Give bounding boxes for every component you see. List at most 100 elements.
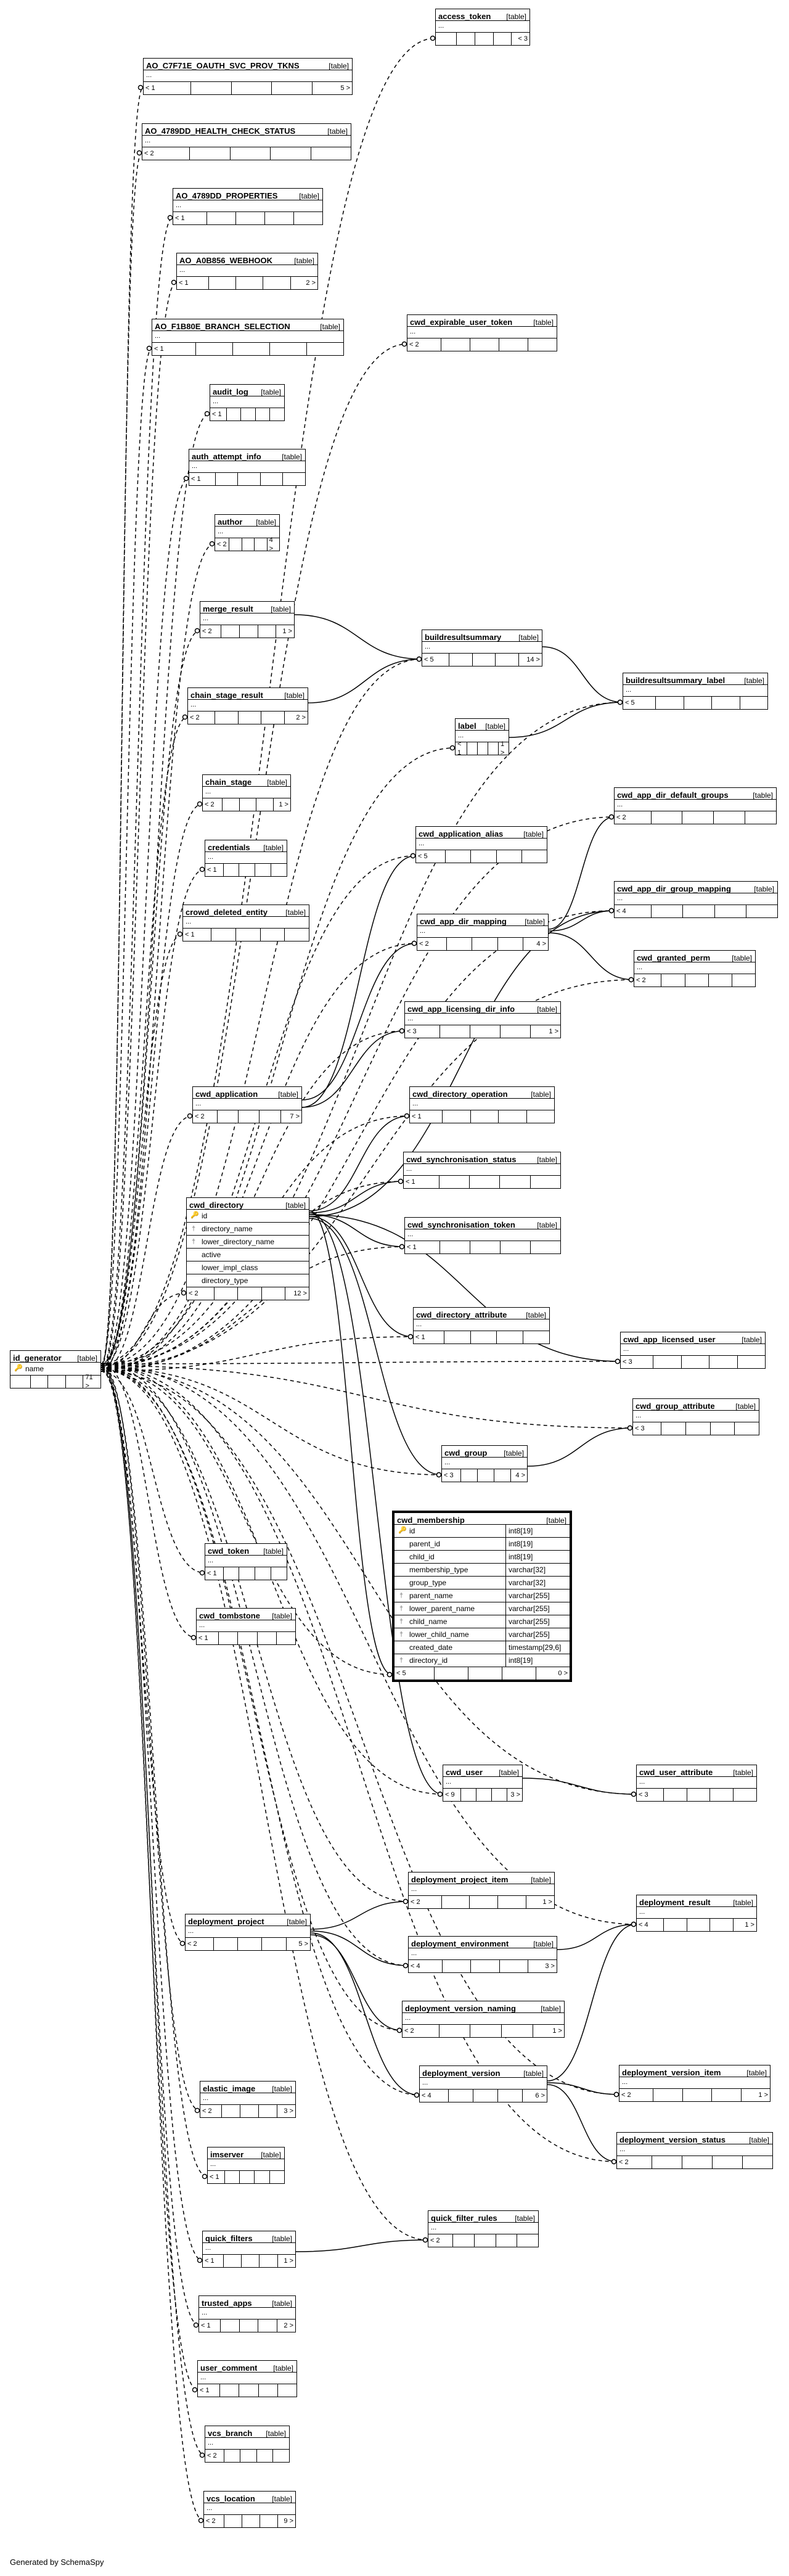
table-cwd-app-licensed-user[interactable]: cwd_app_licensed_user[table]...< 3 <box>620 1332 766 1369</box>
parents-count[interactable]: < 5 <box>394 1667 435 1680</box>
children-count[interactable]: 5 > <box>298 1940 309 1948</box>
parents-count[interactable]: < 1 <box>205 1567 224 1580</box>
table-name[interactable]: deployment_project <box>188 1917 264 1926</box>
parents-count[interactable]: < 1 <box>198 2384 221 2397</box>
column-name[interactable]: lower_directory_name <box>202 1237 275 1246</box>
table-imserver[interactable]: imserver[table]...< 1 <box>207 2147 285 2184</box>
parents-count[interactable]: < 2 <box>634 974 662 987</box>
parents-count[interactable]: < 1 <box>205 864 224 876</box>
table-crowd-deleted-entity[interactable]: crowd_deleted_entity[table]...< 1 <box>182 904 309 941</box>
table-name[interactable]: deployment_version <box>422 2069 501 2078</box>
table-name[interactable]: cwd_synchronisation_token <box>407 1220 515 1229</box>
parents-count[interactable]: < 3 <box>633 1422 662 1435</box>
children-count[interactable] <box>528 338 557 351</box>
children-count[interactable] <box>283 473 305 485</box>
table-ao-f1b80e-branch-selection[interactable]: AO_F1B80E_BRANCH_SELECTION[table]...< 1 <box>152 319 344 356</box>
children-count[interactable] <box>294 212 322 224</box>
table-cwd-application-alias[interactable]: cwd_application_alias[table]...< 5 <box>415 826 547 863</box>
parents-count[interactable]: < 2 <box>619 2089 654 2101</box>
column-name[interactable]: group_type <box>409 1578 447 1587</box>
table-name[interactable]: crowd_deleted_entity <box>186 908 268 917</box>
parents-count[interactable]: < 1 <box>404 1176 439 1188</box>
table-access-token[interactable]: access_token[table]...< 3 <box>435 9 530 46</box>
table-name[interactable]: imserver <box>210 2150 244 2159</box>
children-count[interactable] <box>307 343 343 355</box>
children-count[interactable] <box>745 811 776 824</box>
table-name[interactable]: user_comment <box>200 2363 258 2373</box>
children-count[interactable] <box>523 1331 549 1343</box>
table-name[interactable]: cwd_application_alias <box>419 829 504 839</box>
parents-count[interactable]: < 1 <box>183 929 212 941</box>
parents-count[interactable]: < 1 <box>197 1632 219 1644</box>
children-count[interactable]: 1 > <box>282 628 292 635</box>
table-name[interactable]: cwd_group_attribute <box>636 1401 715 1411</box>
parents-count[interactable]: < 2 <box>407 338 441 351</box>
table-name[interactable]: chain_stage <box>205 777 252 787</box>
children-count[interactable]: 12 > <box>293 1290 307 1297</box>
children-count[interactable]: 1 > <box>501 740 505 757</box>
parents-count[interactable]: < 1 <box>199 2320 221 2332</box>
parents-count[interactable]: < 2 <box>409 1896 442 1908</box>
table-cwd-token[interactable]: cwd_token[table]...< 1 <box>205 1543 287 1580</box>
parents-count[interactable]: < 4 <box>637 1919 664 1931</box>
children-count[interactable]: 4 > <box>515 1472 525 1479</box>
table-name[interactable]: cwd_app_dir_default_groups <box>617 790 729 800</box>
parents-count[interactable]: < 2 <box>617 2156 653 2168</box>
table-name[interactable]: cwd_application <box>195 1089 258 1099</box>
children-count[interactable] <box>746 905 777 917</box>
column-name[interactable]: lower_parent_name <box>409 1604 475 1613</box>
column-name[interactable]: name <box>25 1364 44 1373</box>
parents-count[interactable]: < 1 <box>177 277 209 289</box>
table-name[interactable]: cwd_app_dir_group_mapping <box>617 884 731 893</box>
table-name[interactable]: elastic_image <box>203 2084 256 2093</box>
parents-count[interactable]: < 2 <box>188 712 215 724</box>
table-vcs-branch[interactable]: vcs_branch[table]...< 2 <box>205 2426 290 2463</box>
children-count[interactable]: 14 > <box>526 656 540 663</box>
table-name[interactable]: cwd_directory <box>189 1200 244 1210</box>
table-cwd-tombstone[interactable]: cwd_tombstone[table]...< 1 <box>196 1608 296 1645</box>
children-count[interactable] <box>740 697 767 709</box>
table-ao-c7f71e-oauth-svc-prov-tkns[interactable]: AO_C7F71E_OAUTH_SVC_PROV_TKNS[table]...<… <box>143 58 353 95</box>
parents-count[interactable]: < 5 <box>416 850 446 863</box>
parents-count[interactable] <box>436 33 457 45</box>
parents-count[interactable]: < 2 <box>403 2025 439 2037</box>
children-count[interactable]: 1 > <box>552 2027 562 2035</box>
children-count[interactable]: 1 > <box>745 1921 754 1929</box>
children-count[interactable]: 2 > <box>296 714 306 721</box>
parents-count[interactable]: < 2 <box>193 1110 218 1123</box>
table-name[interactable]: cwd_user_attribute <box>639 1768 713 1777</box>
children-count[interactable] <box>270 408 284 420</box>
table-name[interactable]: buildresultsummary <box>425 633 502 642</box>
table-name[interactable]: cwd_membership <box>397 1516 465 1525</box>
parents-count[interactable]: < 2 <box>204 2515 225 2527</box>
table-name[interactable]: AO_C7F71E_OAUTH_SVC_PROV_TKNS <box>146 61 300 70</box>
table-name[interactable]: vcs_branch <box>208 2429 253 2438</box>
children-count[interactable] <box>271 1567 287 1580</box>
children-count[interactable] <box>278 2384 296 2397</box>
children-count[interactable]: 3 > <box>284 2107 293 2115</box>
table-name[interactable]: cwd_granted_perm <box>637 953 711 962</box>
column-name[interactable]: id <box>409 1527 415 1535</box>
table-name[interactable]: cwd_synchronisation_status <box>406 1155 517 1164</box>
parents-count[interactable]: < 1 <box>203 2255 224 2267</box>
parents-count[interactable]: < 4 <box>420 2090 449 2102</box>
table-cwd-granted-perm[interactable]: cwd_granted_perm[table]...< 2 <box>634 950 756 987</box>
table-ao-4789dd-properties[interactable]: AO_4789DD_PROPERTIES[table]...< 1 <box>173 188 323 225</box>
table-quick-filter-rules[interactable]: quick_filter_rules[table]...< 2 <box>428 2210 539 2247</box>
parents-count[interactable]: < 4 <box>615 905 652 917</box>
table-cwd-group-attribute[interactable]: cwd_group_attribute[table]...< 3 <box>632 1398 759 1435</box>
children-count[interactable]: 4 > <box>269 536 273 552</box>
table-name[interactable]: cwd_directory_attribute <box>416 1310 507 1319</box>
